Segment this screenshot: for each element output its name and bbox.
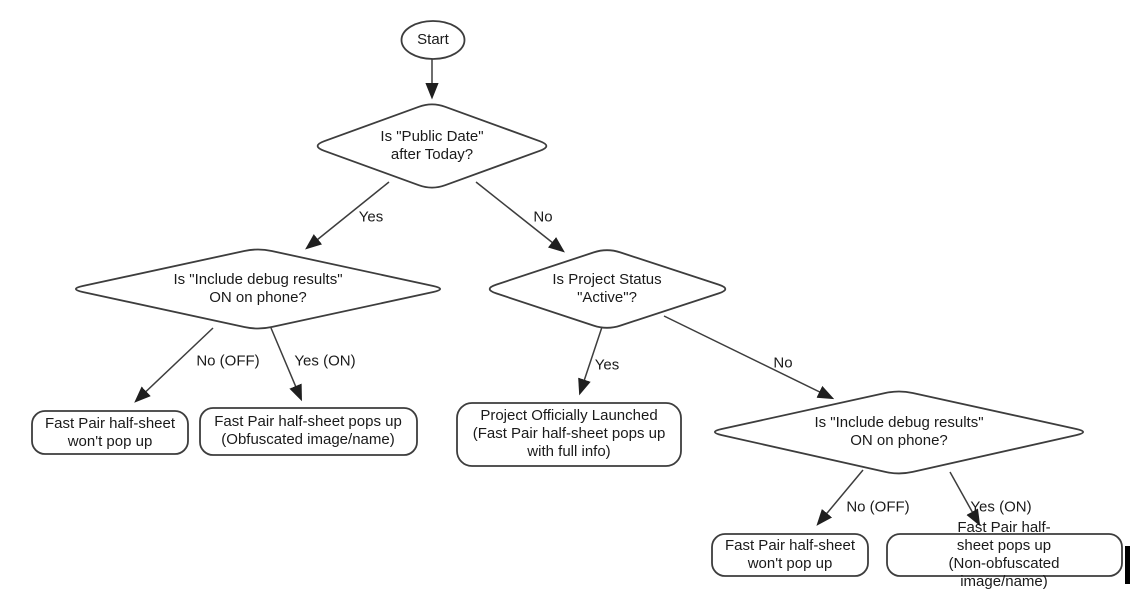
result-wont-popup-right-label: Fast Pair half-sheet won't pop up [724,537,856,572]
result-non-obfuscated-label: Fast Pair half-sheet pops up (Non-obfusc… [948,519,1060,590]
edge-public-date-yes [305,181,390,250]
edge-project-status-no [663,315,835,400]
edge-debug-right-yes [949,471,981,527]
edge-label-debug-left-no: No (OFF) [196,352,260,370]
result-non-obfuscated-shape [886,533,1123,577]
start-node-shape [400,20,466,60]
edge-label-public-date-yes: Yes [358,208,384,226]
edge-label-debug-left-yes: Yes (ON) [294,352,356,370]
decision-debug-left-label: Is "Include debug results" ON on phone? [173,271,343,306]
result-launched-shape [456,402,682,467]
decision-project-status-shape [488,249,727,329]
edge-project-status-yes [578,326,603,396]
edge-debug-left-yes [270,327,302,402]
edge-debug-left-no [134,327,214,403]
result-wont-popup-left-shape [31,410,189,455]
result-wont-popup-right-shape [711,533,869,577]
result-obfuscated-shape [199,407,418,456]
edge-label-project-status-no: No [773,354,793,372]
decision-public-date-label: Is "Public Date" after Today? [380,128,484,163]
result-obfuscated-label: Fast Pair half-sheet pops up (Obfuscated… [214,413,402,448]
edge-label-debug-right-no: No (OFF) [846,498,910,516]
edge-label-public-date-no: No [533,208,553,226]
edge-label-debug-right-yes: Yes (ON) [970,498,1032,516]
edge-debug-right-no [816,469,864,526]
result-launched-label: Project Officially Launched (Fast Pair h… [472,407,666,460]
text-cursor [1125,546,1130,584]
decision-debug-right-shape [713,390,1085,475]
start-node-label: Start [417,31,449,48]
edge-public-date-no [475,181,565,253]
result-wont-popup-left-label: Fast Pair half-sheet won't pop up [44,415,176,450]
decision-project-status-label: Is Project Status "Active"? [552,271,662,306]
edge-label-project-status-yes: Yes [594,356,620,374]
decision-public-date-shape [316,103,548,189]
decision-debug-right-label: Is "Include debug results" ON on phone? [814,414,984,449]
decision-debug-left-shape [74,248,442,330]
